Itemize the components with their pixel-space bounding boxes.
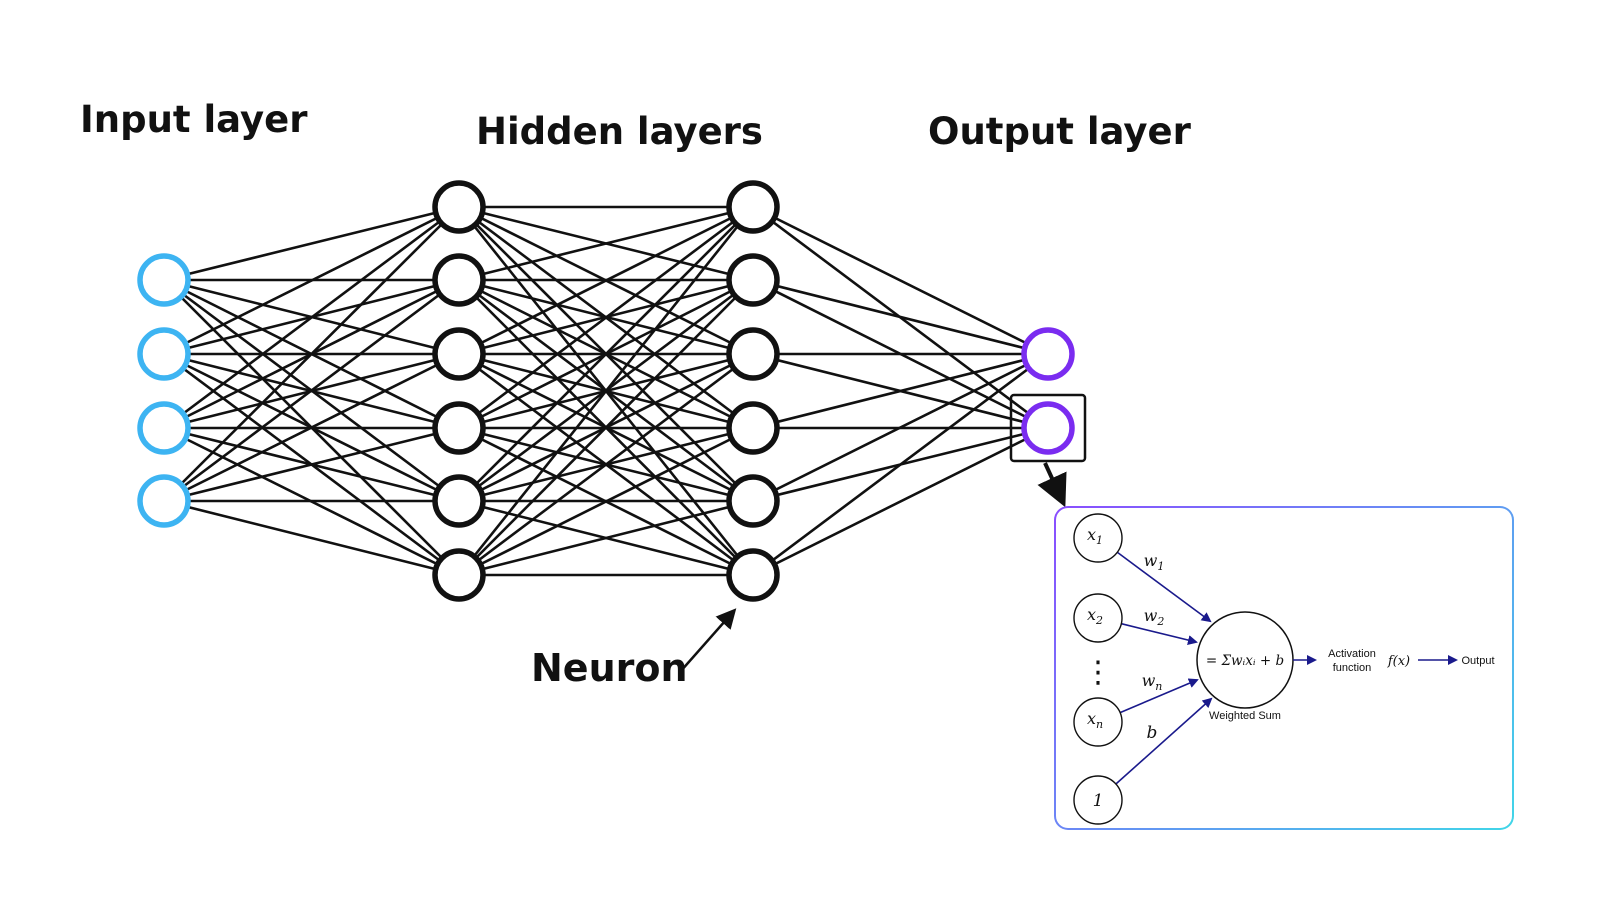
activation-label-line2: function xyxy=(1333,662,1372,674)
activation-label-line1: Activation xyxy=(1328,648,1376,660)
connection-line xyxy=(752,278,1049,356)
weight-edge xyxy=(1121,622,1198,645)
connection-line xyxy=(163,205,460,282)
connection-line xyxy=(457,206,755,576)
weighted-sum-label: Weighted Sum xyxy=(1209,710,1281,722)
hidden-1-neuron xyxy=(432,474,486,528)
weight-edge xyxy=(1119,678,1199,714)
input-neuron xyxy=(137,253,191,307)
connection-lines xyxy=(163,205,1049,577)
perceptron-detail-panel: x1 x2 xn 1 ⋮ w1 w2 wn b = Σwᵢxᵢ + b Weighted Sum Ac… xyxy=(1054,506,1514,830)
hidden-1-neuron xyxy=(432,327,486,381)
neurons xyxy=(137,180,1075,602)
hidden-2-neuron xyxy=(726,327,780,381)
input-node-label: xn xyxy=(1087,709,1103,731)
connection-line xyxy=(458,205,754,282)
connection-line xyxy=(752,352,1049,430)
activation-expression: f(x) xyxy=(1387,654,1410,669)
connection-line xyxy=(163,352,460,503)
input-node xyxy=(1073,697,1123,747)
input-neuron xyxy=(137,474,191,528)
input-node xyxy=(1073,513,1123,563)
connection-line xyxy=(163,206,460,502)
output-label: Output xyxy=(1461,655,1494,667)
ellipsis: ⋮ xyxy=(1083,655,1113,690)
bias-edge xyxy=(1115,697,1213,785)
bias-node-label: 1 xyxy=(1093,791,1104,811)
output-neuron xyxy=(1021,401,1075,455)
input-neuron xyxy=(137,327,191,381)
weight-edge xyxy=(1116,551,1212,623)
hidden-2-neuron xyxy=(726,474,780,528)
connection-line xyxy=(163,499,460,577)
hidden-1-neuron xyxy=(432,401,486,455)
input-node-label: x1 xyxy=(1087,525,1103,547)
neuron-callout-arrow xyxy=(679,608,737,673)
bias-node xyxy=(1073,775,1123,825)
connection-line xyxy=(163,205,460,430)
weight-label: wn xyxy=(1142,671,1163,693)
input-layer-heading: Input layer xyxy=(80,98,308,141)
weight-label: w1 xyxy=(1144,551,1165,573)
hidden-1-neuron xyxy=(432,253,486,307)
connection-line xyxy=(163,278,460,503)
connection-line xyxy=(752,352,1049,503)
input-node xyxy=(1073,593,1123,643)
hidden-2-neuron xyxy=(726,180,780,234)
connection-line xyxy=(458,352,754,577)
connection-line xyxy=(752,426,1049,577)
input-neuron xyxy=(137,401,191,455)
bias-weight-label: b xyxy=(1147,723,1158,743)
hidden-1-neuron xyxy=(432,548,486,602)
zoom-arrow xyxy=(1037,462,1067,508)
highlight-box xyxy=(1009,393,1087,463)
connection-line xyxy=(458,279,754,576)
input-node-label: x2 xyxy=(1087,605,1103,627)
hidden-layers-heading: Hidden layers xyxy=(476,110,763,153)
output-layer-heading: Output layer xyxy=(928,110,1191,153)
connection-line xyxy=(163,426,460,503)
hidden-2-neuron xyxy=(726,253,780,307)
connection-line xyxy=(752,352,1049,577)
weight-label: w2 xyxy=(1144,606,1165,628)
perceptron-svg: x1 x2 xn 1 ⋮ w1 w2 wn b = Σwᵢxᵢ + b Weighted Sum Ac… xyxy=(1073,513,1495,825)
connection-line xyxy=(458,499,754,577)
connection-line xyxy=(458,205,754,356)
hidden-2-neuron xyxy=(726,548,780,602)
connection-line xyxy=(752,205,1049,356)
connection-line xyxy=(458,205,754,430)
neuron-callout-label: Neuron xyxy=(531,646,688,690)
connection-line xyxy=(458,206,754,502)
hidden-1-neuron xyxy=(432,180,486,234)
perceptron-detail-inner: x1 x2 xn 1 ⋮ w1 w2 wn b = Σwᵢxᵢ + b Weighted Sum Ac… xyxy=(1056,508,1512,828)
connection-line xyxy=(458,426,754,577)
output-neuron xyxy=(1021,327,1075,381)
connection-line xyxy=(163,205,460,356)
hidden-2-neuron xyxy=(726,401,780,455)
sum-formula: = Σwᵢxᵢ + b xyxy=(1206,653,1284,669)
